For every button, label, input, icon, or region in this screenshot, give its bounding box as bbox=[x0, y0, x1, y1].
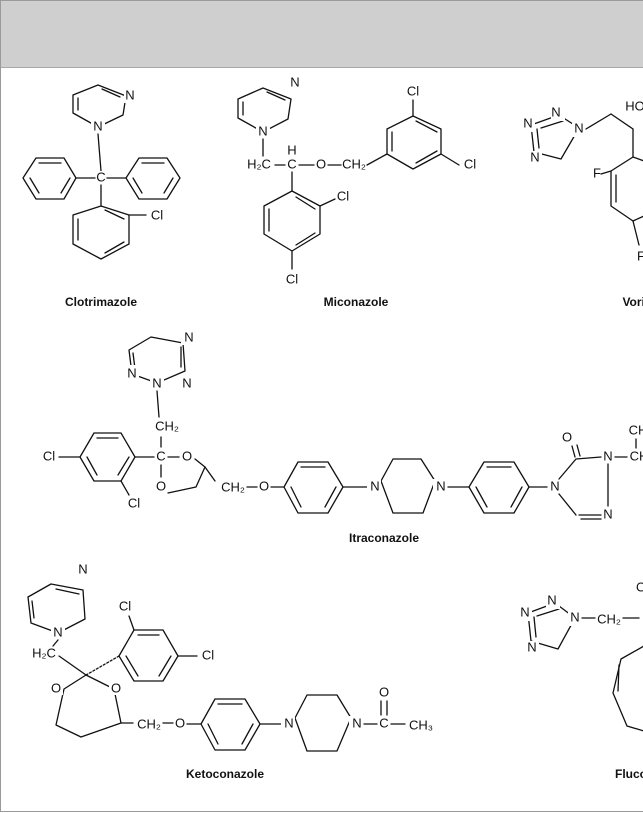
caption-clotrimazole: Clotrimazole bbox=[65, 295, 137, 309]
atom-f: F bbox=[593, 165, 601, 180]
atom-ch2: CH₂ bbox=[155, 418, 179, 433]
benzene-ring bbox=[79, 432, 136, 482]
caption-fluconazole: Fluco bbox=[615, 767, 643, 781]
atom-n: N bbox=[53, 624, 62, 639]
atom-n: N bbox=[152, 375, 161, 390]
atom-n: N bbox=[370, 478, 379, 493]
atom-n: N bbox=[258, 123, 267, 138]
atom-n: N bbox=[570, 609, 579, 624]
atom-ch3: CH₃ bbox=[409, 717, 433, 732]
benzene-ring bbox=[386, 115, 442, 170]
atom-o: O bbox=[51, 680, 61, 695]
atom-o: O bbox=[636, 579, 643, 594]
atom-n: N bbox=[550, 478, 559, 493]
atom-n: N bbox=[520, 604, 529, 619]
imidazole-ring bbox=[27, 583, 86, 634]
structure-miconazole: N N H₂C H C O CH₂ Cl Cl bbox=[237, 74, 476, 309]
atom-ch2: CH₂ bbox=[342, 156, 366, 171]
caption-voriconazole: Voric bbox=[622, 295, 643, 309]
benzene-ring bbox=[72, 205, 130, 260]
atom-o: O bbox=[259, 478, 269, 493]
atom-n: N bbox=[352, 715, 361, 730]
benzene-ring bbox=[200, 698, 261, 751]
caption-miconazole: Miconazole bbox=[324, 295, 389, 309]
benzene-ring bbox=[22, 157, 77, 200]
atom-cl: Cl bbox=[407, 83, 419, 98]
piperazine-ring bbox=[294, 694, 352, 752]
atom-cl: Cl bbox=[43, 448, 55, 463]
atom-o: O bbox=[182, 448, 192, 463]
atom-n: N bbox=[127, 365, 136, 380]
atom-h2c: H₂C bbox=[32, 645, 56, 660]
structure-ketoconazole: N N H₂C O O CH₂ O Cl Cl bbox=[27, 561, 433, 781]
atom-o: O bbox=[316, 156, 326, 171]
atom-cl: Cl bbox=[464, 156, 476, 171]
atom-cl: Cl bbox=[337, 188, 349, 203]
atom-n: N bbox=[184, 329, 193, 344]
atom-f: F bbox=[637, 248, 643, 263]
atom-n: N bbox=[182, 375, 191, 390]
atom-n: N bbox=[93, 118, 102, 133]
atom-c: C bbox=[156, 448, 165, 463]
atom-cl: Cl bbox=[119, 598, 131, 613]
atom-o: O bbox=[156, 478, 166, 493]
atom-c: C bbox=[287, 156, 296, 171]
atom-cl: Cl bbox=[128, 495, 140, 510]
atom-ch: CH bbox=[630, 448, 643, 463]
caption-ketoconazole: Ketoconazole bbox=[186, 767, 264, 781]
atom-o: O bbox=[111, 680, 121, 695]
atom-n: N bbox=[603, 448, 612, 463]
structure-clotrimazole: N N C Cl Clotri bbox=[22, 84, 181, 309]
atom-n: N bbox=[530, 149, 539, 164]
benzene-ring bbox=[283, 461, 344, 514]
atom-n: N bbox=[603, 506, 612, 521]
atom-h: H bbox=[287, 142, 296, 157]
atom-cl: Cl bbox=[202, 647, 214, 662]
header-bar bbox=[1, 1, 643, 68]
structure-fluconazole-partial: N N N N CH₂ O Fluco bbox=[518, 579, 643, 781]
benzene-ring bbox=[125, 157, 181, 200]
atom-n: N bbox=[290, 74, 299, 89]
structure-voriconazole-partial: N N N N HO F F Voric bbox=[521, 98, 643, 309]
atom-o: O bbox=[562, 429, 572, 444]
atom-h2c: H₂C bbox=[247, 156, 271, 171]
atom-n: N bbox=[574, 120, 583, 135]
atom-n: N bbox=[523, 115, 532, 130]
atom-ch: CH bbox=[629, 422, 643, 437]
atom-c: C bbox=[96, 169, 105, 184]
atom-o: O bbox=[175, 715, 185, 730]
benzene-ring bbox=[118, 629, 179, 682]
atom-n: N bbox=[551, 104, 560, 119]
atom-n: N bbox=[78, 561, 87, 576]
atom-ch2: CH₂ bbox=[137, 716, 161, 731]
atom-cl: Cl bbox=[286, 271, 298, 286]
caption-itraconazole: Itraconazole bbox=[349, 531, 419, 545]
imidazole-ring bbox=[72, 84, 127, 128]
imidazole-ring bbox=[237, 87, 292, 133]
benzene-ring bbox=[263, 190, 321, 252]
atom-ch2: CH₂ bbox=[221, 479, 245, 494]
atom-n: N bbox=[125, 87, 134, 102]
atom-n: N bbox=[436, 478, 445, 493]
atom-ch2: CH₂ bbox=[597, 611, 621, 626]
atom-n: N bbox=[527, 639, 536, 654]
chemical-structures-figure: N N C Cl Clotri bbox=[22, 74, 643, 781]
atom-o: O bbox=[379, 684, 389, 699]
atom-n: N bbox=[284, 715, 293, 730]
benzene-ring bbox=[468, 461, 530, 514]
atom-c: C bbox=[379, 715, 388, 730]
atom-cl: Cl bbox=[151, 207, 163, 222]
atom-ho: HO bbox=[625, 98, 643, 113]
piperazine-ring bbox=[380, 458, 436, 514]
atom-n: N bbox=[547, 592, 556, 607]
structure-itraconazole: N N N N CH₂ C O O CH₂ O bbox=[43, 329, 643, 545]
